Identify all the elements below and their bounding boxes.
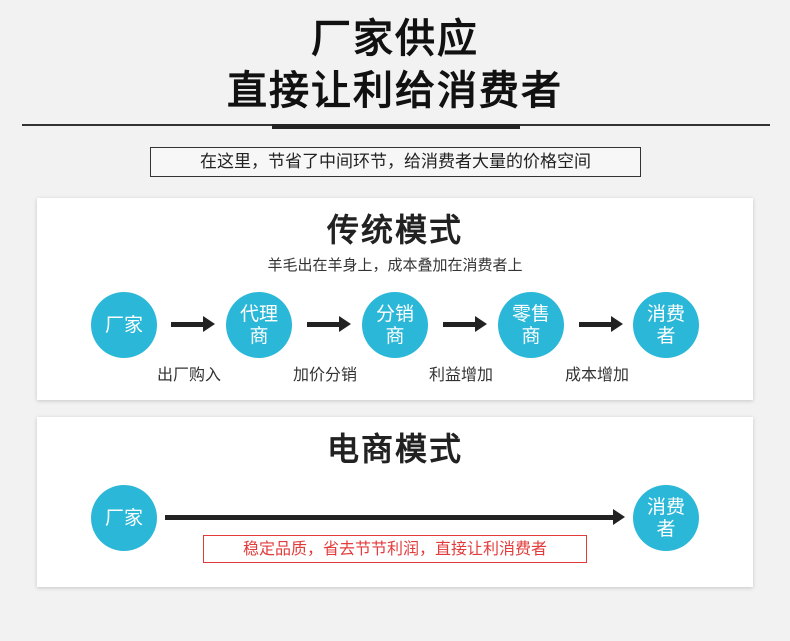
step-label-3: 利益增加: [428, 365, 493, 384]
arrow-2: [307, 316, 351, 332]
divider-accent: [272, 124, 520, 129]
page-title-line2: 直接让利给消费者: [227, 68, 563, 114]
arrow-1: [171, 316, 215, 332]
ecommerce-model-title: 电商模式: [326, 430, 463, 468]
traditional-model-card: 传统模式 羊毛出在羊身上，成本叠加在消费者上 厂家 代理商 分销商 零售商 消费…: [37, 198, 753, 400]
node-distributor: 分销商: [362, 292, 428, 358]
step-label-1: 出厂购入: [156, 365, 221, 384]
arrow-4: [579, 316, 623, 332]
node-consumer: 消费者: [633, 485, 699, 551]
arrow-3: [443, 316, 487, 332]
node-manufacturer: 厂家: [91, 485, 157, 551]
step-label-2: 加价分销: [292, 365, 357, 384]
ecommerce-model-card: 电商模式 厂家 消费者 稳定品质，省去节节利润，直接让利消费者: [37, 417, 753, 587]
step-label-4: 成本增加: [564, 365, 629, 384]
traditional-model-title: 传统模式: [326, 211, 463, 249]
page-title-line1: 厂家供应: [311, 16, 479, 62]
traditional-model-subtitle: 羊毛出在羊身上，成本叠加在消费者上: [267, 256, 523, 274]
ecommerce-note: 稳定品质，省去节节利润，直接让利消费者: [203, 535, 587, 563]
node-retailer: 零售商: [498, 292, 564, 358]
node-consumer: 消费者: [633, 292, 699, 358]
tagline-box: 在这里，节省了中间环节，给消费者大量的价格空间: [150, 147, 641, 177]
node-manufacturer: 厂家: [91, 292, 157, 358]
direct-arrow: [165, 509, 625, 525]
node-agent: 代理商: [226, 292, 292, 358]
